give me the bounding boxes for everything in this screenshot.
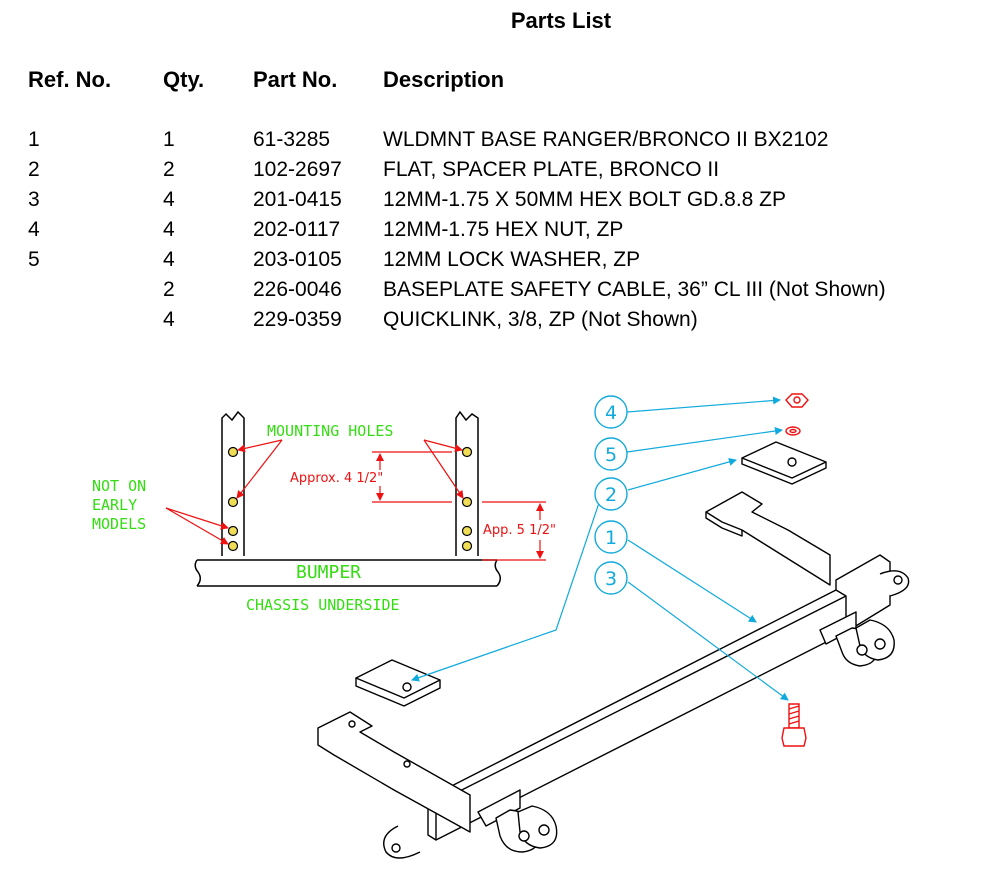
- ref-cell: 2: [28, 158, 40, 181]
- part-no-cell: 226-0046: [253, 278, 342, 301]
- approx-5-label: App. 5 1/2": [483, 523, 556, 538]
- ref-cell: 3: [28, 188, 40, 211]
- left-mount-bracket: [317, 711, 471, 833]
- description-cell: 12MM-1.75 HEX NUT, ZP: [383, 218, 624, 241]
- callout-numbers: 4 5 2 1 3: [605, 402, 617, 590]
- table-row: 2 226-0046 BASEPLATE SAFETY CABLE, 36” C…: [0, 278, 1000, 308]
- bumper-label: BUMPER: [296, 562, 361, 583]
- mounting-hole: [461, 496, 473, 508]
- qty-cell: 2: [163, 278, 175, 301]
- mounting-hole: [461, 525, 473, 537]
- qty-cell: 4: [163, 248, 175, 271]
- mounting-hole: [461, 540, 473, 552]
- table-row: 4 4 202-0117 12MM-1.75 HEX NUT, ZP: [0, 218, 1000, 248]
- callout-leaders: [411, 396, 789, 701]
- approx-4-label: Approx. 4 1/2": [290, 471, 383, 486]
- qty-cell: 1: [163, 128, 175, 151]
- mounting-hole: [461, 446, 473, 458]
- table-row: 4 229-0359 QUICKLINK, 3/8, ZP (Not Shown…: [0, 308, 1000, 338]
- header-ref-no: Ref. No.: [28, 67, 112, 92]
- part-no-cell: 229-0359: [253, 308, 342, 331]
- callout-number: 2: [605, 484, 617, 506]
- early-label: EARLY: [92, 496, 137, 514]
- dimension-labels: Approx. 4 1/2" App. 5 1/2": [290, 471, 556, 538]
- callout-circles: [594, 395, 628, 595]
- header-qty: Qty.: [163, 67, 205, 92]
- qty-cell: 4: [163, 218, 175, 241]
- mounting-detail: [194, 410, 501, 587]
- callout-number: 5: [605, 444, 617, 466]
- mounting-holes-label: MOUNTING HOLES: [267, 422, 393, 440]
- green-labels: MOUNTING HOLES NOT ON EARLY MODELS BUMPE…: [92, 422, 400, 614]
- callout-number: 4: [605, 402, 617, 424]
- spacer-plate-right: [741, 441, 827, 479]
- callout-5: [594, 437, 628, 471]
- models-label: MODELS: [92, 515, 146, 533]
- ref-cell: 1: [28, 128, 40, 151]
- callout-number: 3: [605, 568, 617, 590]
- callout-4: [594, 395, 628, 429]
- header-description: Description: [383, 67, 505, 92]
- part-no-cell: 202-0117: [253, 218, 341, 241]
- chassis-underside-label: CHASSIS UNDERSIDE: [246, 596, 400, 614]
- table-row: 3 4 201-0415 12MM-1.75 X 50MM HEX BOLT G…: [0, 188, 1000, 218]
- hardware: [781, 393, 809, 747]
- description-cell: WLDMNT BASE RANGER/BRONCO II BX2102: [383, 128, 829, 151]
- right-mount-bracket: [705, 491, 831, 586]
- callout-number: 1: [605, 527, 617, 549]
- callout-3: [594, 561, 628, 595]
- qty-cell: 4: [163, 188, 175, 211]
- description-cell: 12MM-1.75 X 50MM HEX BOLT GD.8.8 ZP: [383, 188, 787, 211]
- description-cell: FLAT, SPACER PLATE, BRONCO II: [383, 158, 720, 181]
- ref-cell: 4: [28, 218, 40, 241]
- red-leaders: [165, 439, 546, 561]
- part-no-cell: 203-0105: [253, 248, 342, 271]
- callout-1: [594, 520, 628, 554]
- description-cell: 12MM LOCK WASHER, ZP: [383, 248, 641, 271]
- callout-2: [594, 477, 628, 511]
- baseplate-drawing: [317, 441, 910, 859]
- not-on-label: NOT ON: [92, 477, 146, 495]
- ref-cell: 5: [28, 248, 40, 271]
- part-no-cell: 61-3285: [253, 128, 331, 151]
- mounting-hole: [227, 446, 239, 458]
- description-cell: BASEPLATE SAFETY CABLE, 36” CL III (Not …: [383, 278, 886, 301]
- mounting-hole: [227, 540, 239, 552]
- qty-cell: 2: [163, 158, 175, 181]
- part-no-cell: 102-2697: [253, 158, 342, 181]
- spacer-plate-left: [355, 659, 441, 699]
- description-cell: QUICKLINK, 3/8, ZP (Not Shown): [383, 308, 698, 331]
- bumper-outline: [197, 559, 497, 587]
- mounting-hole: [227, 496, 239, 508]
- left-frame-rail: [221, 410, 245, 556]
- part-no-cell: 201-0415: [253, 188, 342, 211]
- table-row: 2 2 102-2697 FLAT, SPACER PLATE, BRONCO …: [0, 158, 1000, 188]
- table-row: 1 1 61-3285 WLDMNT BASE RANGER/BRONCO II…: [0, 128, 1000, 158]
- table-row: 5 4 203-0105 12MM LOCK WASHER, ZP: [0, 248, 1000, 278]
- right-frame-rail: [455, 410, 479, 556]
- page-title: Parts List: [510, 8, 612, 33]
- header-part-no: Part No.: [253, 67, 338, 92]
- qty-cell: 4: [163, 308, 175, 331]
- mounting-hole: [227, 525, 239, 537]
